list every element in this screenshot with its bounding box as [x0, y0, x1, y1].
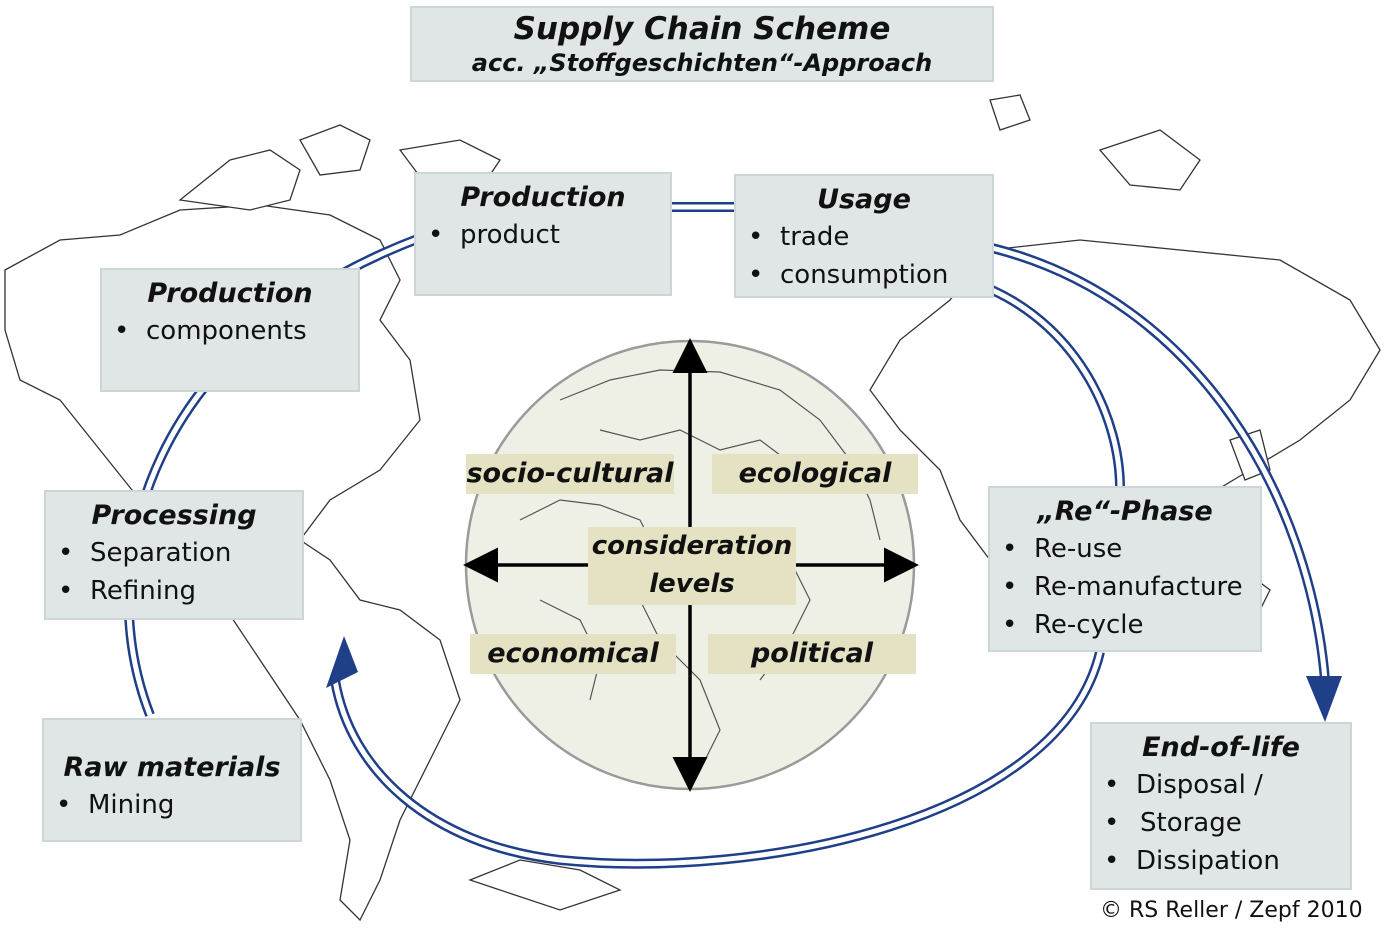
stage-production-product: Production product [414, 172, 672, 296]
stage-heading: Processing [91, 500, 257, 531]
stage-item: consumption [736, 256, 992, 294]
copyright-note: © RS Reller / Zepf 2010 [1100, 898, 1363, 923]
stage-item: Separation [46, 534, 302, 572]
stage-heading: Production [147, 278, 313, 309]
center-label-line2: levels [649, 569, 735, 599]
stage-item: Re-cycle [990, 606, 1260, 644]
level-socio-cultural: socio-cultural [466, 454, 674, 494]
stage-raw-materials: Raw materials Mining [42, 718, 302, 842]
title-sub: acc. „Stoffgeschichten“-Approach [471, 49, 933, 77]
stage-item-continued: Storage [1092, 804, 1350, 842]
stage-heading: Raw materials [63, 752, 281, 783]
center-label-line1: consideration [591, 531, 793, 561]
stage-item: components [102, 312, 358, 350]
cycle-arrows [123, 202, 1330, 869]
stage-item: Refining [46, 572, 302, 610]
stage-heading: Production [460, 182, 626, 213]
stage-item: trade [736, 218, 992, 256]
stage-item: Re-use [990, 530, 1260, 568]
stage-heading: „Re“-Phase [1037, 496, 1213, 527]
stage-production-components: Production components [100, 268, 360, 392]
stage-item: Dissipation [1092, 842, 1350, 880]
stage-usage: Usage trade consumption [734, 174, 994, 298]
level-political: political [708, 634, 916, 674]
stage-end-of-life: End-of-life Disposal / Storage Dissipati… [1090, 722, 1352, 890]
consideration-levels-label: consideration levels [588, 527, 796, 605]
stage-re-phase: „Re“-Phase Re-use Re-manufacture Re-cycl… [988, 486, 1262, 652]
stage-item: Disposal / [1092, 766, 1350, 804]
stage-processing: Processing Separation Refining [44, 490, 304, 620]
level-economical: economical [470, 634, 676, 674]
stage-item: Mining [44, 786, 300, 824]
stage-heading: End-of-life [1142, 732, 1300, 763]
stage-item: product [416, 216, 670, 254]
stage-item: Re-manufacture [990, 568, 1260, 606]
stage-heading: Usage [817, 184, 911, 215]
arrowhead-return [326, 636, 358, 688]
title-main: Supply Chain Scheme [513, 11, 891, 47]
level-ecological: ecological [712, 454, 918, 494]
arrowhead-end-of-life [1306, 676, 1342, 722]
title-box: Supply Chain Scheme acc. „Stoffgeschicht… [410, 6, 994, 82]
